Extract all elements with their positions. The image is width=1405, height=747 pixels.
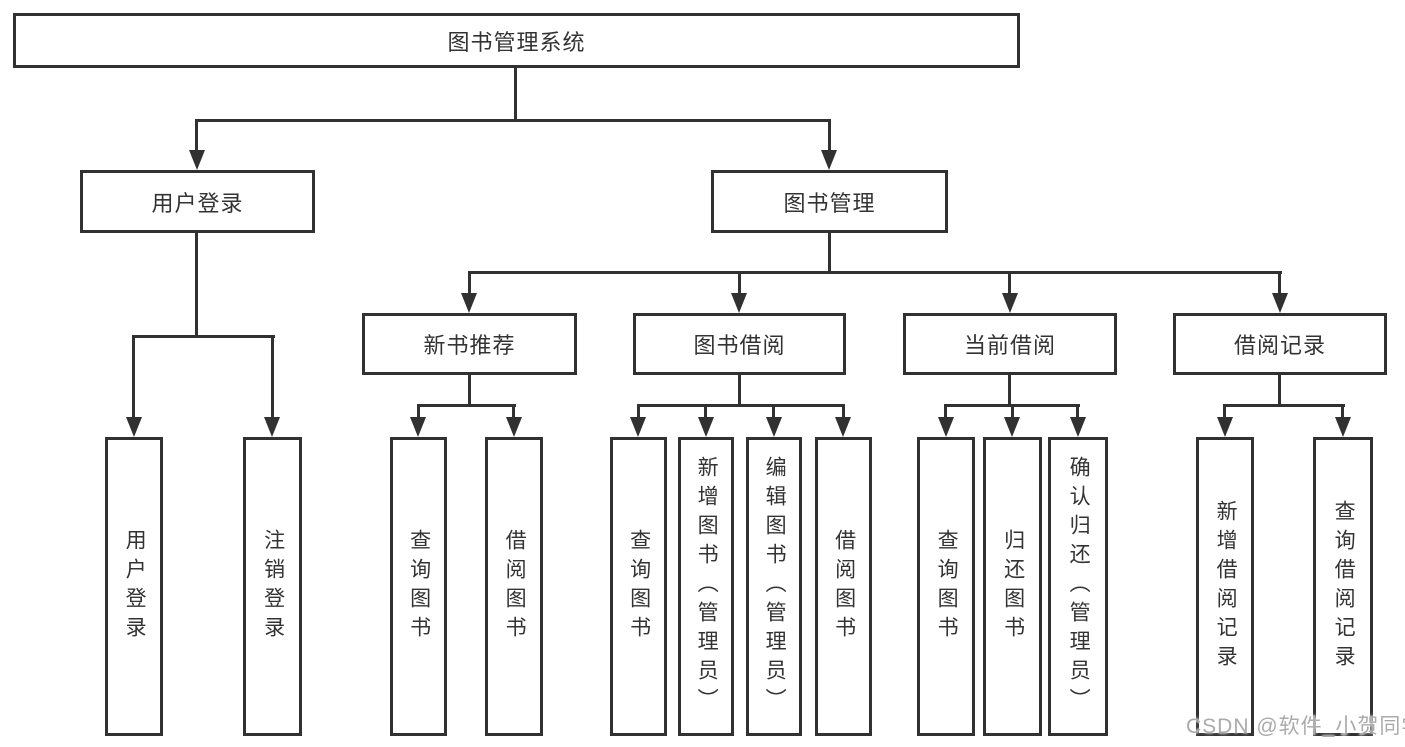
- connector-leaf-shaft: [842, 404, 845, 420]
- arrow-down-icon: [1004, 417, 1020, 437]
- node-current-query-books: 查询图书: [917, 437, 975, 736]
- connector-leaf-shaft: [512, 404, 515, 420]
- connector-leaf-shaft: [704, 404, 707, 420]
- connector-root-stem: [514, 68, 517, 121]
- connector-user-login-shaft: [195, 119, 198, 152]
- arrow-down-icon: [938, 417, 954, 437]
- connector-book-mgmt-stem: [828, 233, 831, 273]
- node-records-add-record: 新增借阅记录: [1196, 437, 1254, 736]
- arrow-down-icon: [1217, 417, 1233, 437]
- arrow-down-icon: [835, 417, 851, 437]
- connector-user-login-stem: [195, 233, 198, 336]
- connector-current-stem: [1008, 375, 1011, 405]
- connector-level3-bus: [468, 271, 1282, 274]
- arrow-down-icon: [731, 293, 747, 313]
- arrow-down-icon: [1272, 293, 1288, 313]
- node-book-borrowing: 图书借阅: [633, 313, 846, 375]
- arrow-down-icon: [1335, 417, 1351, 437]
- connector-login-group-bus: [132, 335, 275, 338]
- connector-borrowing-bus: [637, 404, 845, 407]
- node-borrowing-borrow-books: 借阅图书: [815, 437, 872, 736]
- leaf-label: 查询图书: [407, 528, 431, 645]
- connector-leaf-shaft: [1076, 404, 1079, 420]
- connector-leaf-shaft: [944, 404, 947, 420]
- connector-leaf-shaft: [1341, 404, 1344, 420]
- connector-login-leaf-shaft: [132, 335, 135, 419]
- node-newrec-query-books: 查询图书: [390, 437, 447, 736]
- node-records-query-record: 查询借阅记录: [1313, 437, 1373, 736]
- node-new-book-recommendation: 新书推荐: [362, 313, 577, 375]
- node-borrowing-records: 借阅记录: [1173, 313, 1387, 375]
- connector-leaf-shaft: [1223, 404, 1226, 420]
- arrow-down-icon: [410, 417, 426, 437]
- leaf-label: 查询图书: [627, 528, 651, 645]
- leaf-label: 确认归还（管理员）: [1067, 456, 1091, 717]
- leaf-label: 新增图书（管理员）: [695, 456, 719, 717]
- node-current-borrowing: 当前借阅: [903, 313, 1117, 375]
- node-book-management: 图书管理: [711, 170, 948, 233]
- arrow-down-icon: [126, 417, 142, 437]
- node-current-confirm-return-admin: 确认归还（管理员）: [1048, 437, 1108, 736]
- connector-newrec-shaft: [468, 271, 471, 296]
- connector-level2-bus: [195, 119, 831, 122]
- connector-current-shaft: [1008, 271, 1011, 296]
- node-borrowing-query-books: 查询图书: [610, 437, 667, 736]
- node-current-return-books: 归还图书: [983, 437, 1042, 736]
- connector-borrowing-shaft: [738, 271, 741, 296]
- arrow-down-icon: [189, 150, 205, 170]
- connector-logout-leaf-shaft: [271, 335, 274, 419]
- arrow-down-icon: [1070, 417, 1086, 437]
- connector-records-bus: [1223, 404, 1345, 407]
- arrow-down-icon: [264, 417, 280, 437]
- connector-borrowing-stem: [738, 375, 741, 405]
- leaf-label: 归还图书: [1001, 528, 1025, 645]
- leaf-label: 查询借阅记录: [1332, 499, 1356, 674]
- leaf-label: 新增借阅记录: [1214, 499, 1238, 674]
- csdn-watermark: CSDN @软件_小贺同学: [1186, 715, 1405, 738]
- leaf-label: 注销登录: [261, 528, 285, 645]
- connector-leaf-shaft: [1011, 404, 1014, 420]
- connector-newrec-bus: [417, 404, 516, 407]
- connector-leaf-shaft: [637, 404, 640, 420]
- leaf-label: 编辑图书（管理员）: [763, 456, 787, 717]
- node-leaf-logout: 注销登录: [243, 437, 302, 736]
- connector-leaf-shaft: [772, 404, 775, 420]
- node-borrowing-edit-books-admin: 编辑图书（管理员）: [746, 437, 802, 736]
- leaf-label: 借阅图书: [503, 528, 527, 645]
- node-leaf-user-login: 用户登录: [105, 437, 163, 736]
- arrow-down-icon: [506, 417, 522, 437]
- connector-book-mgmt-shaft: [828, 119, 831, 152]
- node-newrec-borrow-books: 借阅图书: [485, 437, 543, 736]
- connector-newrec-stem: [468, 375, 471, 405]
- node-user-login: 用户登录: [80, 170, 315, 233]
- leaf-label: 借阅图书: [832, 528, 856, 645]
- arrow-down-icon: [698, 417, 714, 437]
- arrow-down-icon: [821, 150, 837, 170]
- leaf-label: 用户登录: [123, 528, 147, 645]
- node-borrowing-add-books-admin: 新增图书（管理员）: [678, 437, 734, 736]
- arrow-down-icon: [766, 417, 782, 437]
- arrow-down-icon: [1002, 293, 1018, 313]
- leaf-label: 查询图书: [935, 528, 959, 645]
- connector-records-stem: [1278, 375, 1281, 405]
- connector-leaf-shaft: [417, 404, 420, 420]
- arrow-down-icon: [461, 293, 477, 313]
- connector-records-shaft: [1278, 271, 1281, 296]
- node-library-management-system: 图书管理系统: [13, 13, 1020, 68]
- arrow-down-icon: [630, 417, 646, 437]
